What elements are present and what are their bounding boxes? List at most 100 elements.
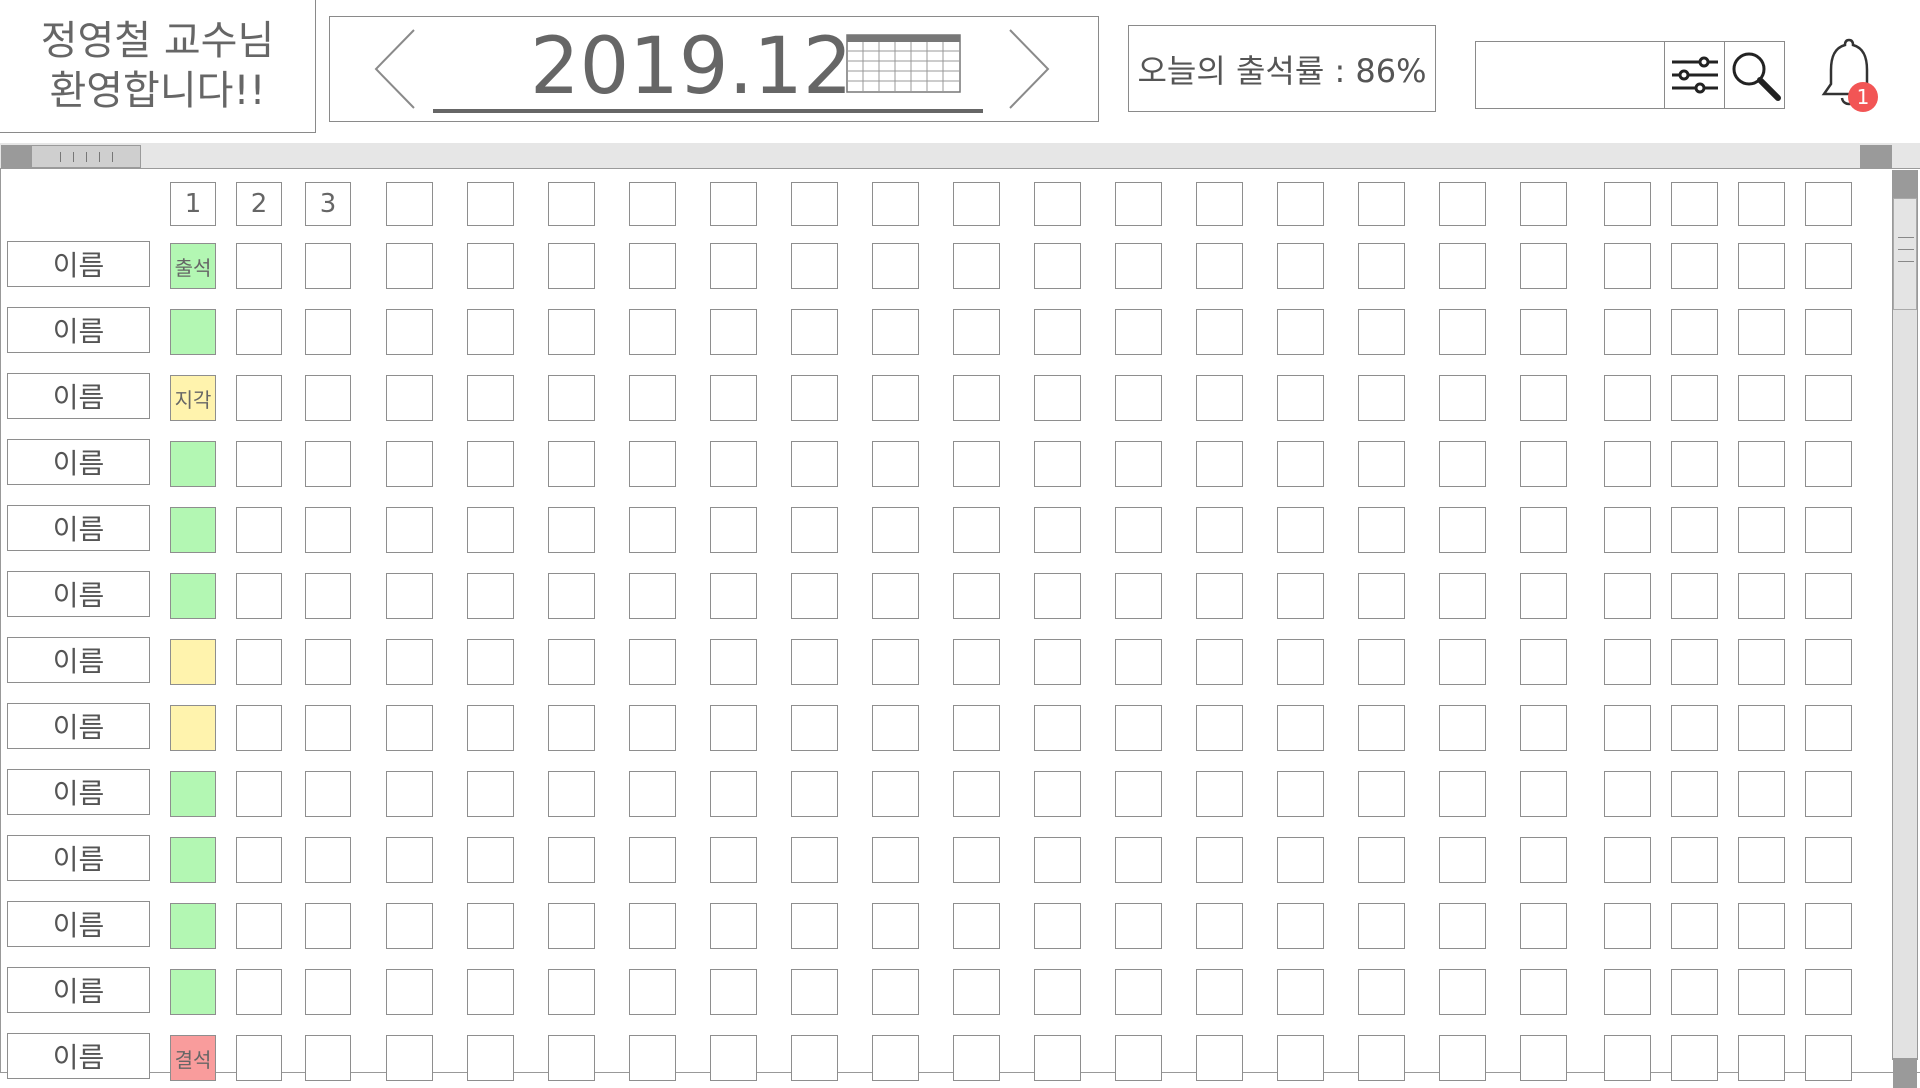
- attendance-cell[interactable]: [1520, 771, 1567, 817]
- attendance-cell[interactable]: [791, 903, 838, 949]
- attendance-cell[interactable]: [1277, 1035, 1324, 1081]
- attendance-cell[interactable]: [1196, 243, 1243, 289]
- attendance-cell[interactable]: [386, 1035, 433, 1081]
- attendance-cell[interactable]: [629, 1035, 676, 1081]
- attendance-cell[interactable]: [386, 243, 433, 289]
- attendance-cell[interactable]: [872, 903, 919, 949]
- attendance-cell[interactable]: [236, 507, 282, 553]
- attendance-cell[interactable]: [1439, 375, 1486, 421]
- attendance-cell-late[interactable]: [170, 639, 216, 685]
- attendance-cell[interactable]: [872, 441, 919, 487]
- attendance-cell[interactable]: [386, 375, 433, 421]
- attendance-cell[interactable]: [1805, 1035, 1852, 1081]
- attendance-cell[interactable]: [1277, 243, 1324, 289]
- attendance-cell[interactable]: [1277, 903, 1324, 949]
- attendance-cell[interactable]: [236, 375, 282, 421]
- vertical-scroll-thumb[interactable]: [1893, 198, 1917, 310]
- attendance-cell[interactable]: [1439, 771, 1486, 817]
- attendance-cell[interactable]: [953, 309, 1000, 355]
- attendance-cell[interactable]: [710, 309, 757, 355]
- attendance-cell[interactable]: [1277, 507, 1324, 553]
- attendance-cell[interactable]: [1805, 309, 1852, 355]
- attendance-cell[interactable]: [1604, 903, 1651, 949]
- attendance-cell[interactable]: [236, 903, 282, 949]
- attendance-cell[interactable]: [953, 573, 1000, 619]
- attendance-cell-present[interactable]: [170, 573, 216, 619]
- attendance-cell[interactable]: [236, 705, 282, 751]
- attendance-cell[interactable]: [1277, 705, 1324, 751]
- attendance-cell[interactable]: [386, 573, 433, 619]
- attendance-cell[interactable]: [467, 903, 514, 949]
- attendance-cell[interactable]: [386, 837, 433, 883]
- attendance-cell[interactable]: [629, 705, 676, 751]
- attendance-cell[interactable]: [710, 705, 757, 751]
- attendance-cell[interactable]: [1034, 969, 1081, 1015]
- attendance-cell[interactable]: [710, 573, 757, 619]
- vertical-scroll-track[interactable]: [1893, 310, 1917, 1060]
- attendance-cell[interactable]: [305, 969, 351, 1015]
- attendance-cell[interactable]: [1034, 309, 1081, 355]
- attendance-cell[interactable]: [1034, 903, 1081, 949]
- attendance-cell[interactable]: [710, 639, 757, 685]
- attendance-cell[interactable]: [1439, 507, 1486, 553]
- student-name[interactable]: 이름: [7, 241, 150, 287]
- attendance-cell[interactable]: [1604, 705, 1651, 751]
- attendance-cell[interactable]: [1604, 441, 1651, 487]
- attendance-cell[interactable]: [305, 639, 351, 685]
- student-name[interactable]: 이름: [7, 769, 150, 815]
- attendance-cell[interactable]: [548, 705, 595, 751]
- attendance-cell[interactable]: [710, 441, 757, 487]
- attendance-cell[interactable]: [1277, 969, 1324, 1015]
- attendance-cell[interactable]: [1358, 243, 1405, 289]
- attendance-cell[interactable]: [629, 771, 676, 817]
- attendance-cell[interactable]: [710, 375, 757, 421]
- attendance-cell[interactable]: [710, 243, 757, 289]
- attendance-cell[interactable]: [1358, 837, 1405, 883]
- attendance-cell[interactable]: [1604, 1035, 1651, 1081]
- attendance-cell[interactable]: [386, 903, 433, 949]
- attendance-cell[interactable]: [1277, 639, 1324, 685]
- attendance-cell[interactable]: [1115, 441, 1162, 487]
- attendance-cell[interactable]: [1671, 243, 1718, 289]
- attendance-cell[interactable]: [629, 639, 676, 685]
- attendance-cell[interactable]: [872, 969, 919, 1015]
- attendance-cell[interactable]: [872, 375, 919, 421]
- student-name[interactable]: 이름: [7, 901, 150, 947]
- attendance-cell[interactable]: [236, 441, 282, 487]
- attendance-cell[interactable]: [629, 309, 676, 355]
- attendance-cell[interactable]: [872, 639, 919, 685]
- attendance-cell[interactable]: [791, 1035, 838, 1081]
- attendance-cell[interactable]: [467, 1035, 514, 1081]
- attendance-cell[interactable]: [467, 639, 514, 685]
- attendance-cell[interactable]: [236, 309, 282, 355]
- attendance-cell[interactable]: [386, 507, 433, 553]
- attendance-cell[interactable]: [1277, 837, 1324, 883]
- attendance-cell[interactable]: [305, 837, 351, 883]
- attendance-cell-late[interactable]: [170, 705, 216, 751]
- student-name[interactable]: 이름: [7, 835, 150, 881]
- attendance-cell[interactable]: [1034, 639, 1081, 685]
- attendance-cell[interactable]: [710, 507, 757, 553]
- attendance-cell[interactable]: [305, 243, 351, 289]
- attendance-cell[interactable]: [791, 573, 838, 619]
- student-name[interactable]: 이름: [7, 703, 150, 749]
- attendance-cell[interactable]: [467, 309, 514, 355]
- attendance-cell[interactable]: [1115, 771, 1162, 817]
- attendance-cell[interactable]: [791, 309, 838, 355]
- attendance-cell[interactable]: [791, 243, 838, 289]
- attendance-cell[interactable]: [872, 1035, 919, 1081]
- attendance-cell[interactable]: [548, 639, 595, 685]
- attendance-cell[interactable]: [467, 243, 514, 289]
- attendance-cell-present[interactable]: [170, 507, 216, 553]
- attendance-cell[interactable]: [1604, 309, 1651, 355]
- attendance-cell[interactable]: [1671, 903, 1718, 949]
- attendance-cell[interactable]: [1805, 375, 1852, 421]
- student-name[interactable]: 이름: [7, 307, 150, 353]
- attendance-cell[interactable]: [467, 837, 514, 883]
- attendance-cell[interactable]: [1738, 243, 1785, 289]
- attendance-cell[interactable]: [1196, 837, 1243, 883]
- scroll-left-button[interactable]: [1, 145, 31, 168]
- attendance-cell-present[interactable]: [170, 969, 216, 1015]
- attendance-cell[interactable]: [1115, 903, 1162, 949]
- attendance-cell[interactable]: [953, 969, 1000, 1015]
